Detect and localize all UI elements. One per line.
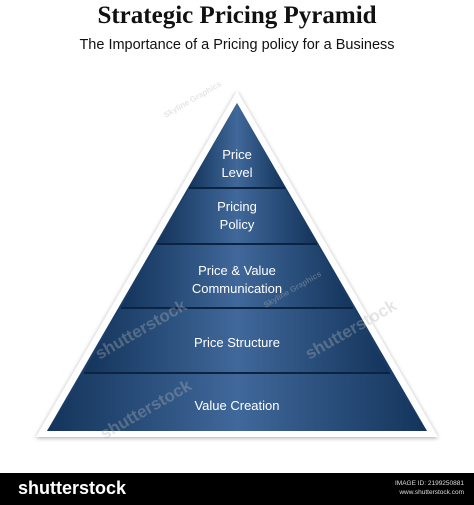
footer-image-id: IMAGE ID: 2199250881 www.shutterstock.co… xyxy=(394,480,464,496)
page-title: Strategic Pricing Pyramid xyxy=(97,2,377,29)
pyramid-level-5-label: Value Creation xyxy=(194,398,280,413)
footer-bar: shutterstock IMAGE ID: 2199250881 www.sh… xyxy=(0,473,474,505)
pyramid-level-4-label: Price Structure xyxy=(194,335,280,350)
pyramid-level-3-label: Price & Value Communication xyxy=(191,263,283,296)
pyramid-level-1-label: Price Level xyxy=(221,147,253,180)
footer-logo: shutterstock xyxy=(18,478,127,498)
pyramid-level-2-label: Pricing Policy xyxy=(217,199,257,232)
page-subtitle: The Importance of a Pricing policy for a… xyxy=(79,37,395,53)
